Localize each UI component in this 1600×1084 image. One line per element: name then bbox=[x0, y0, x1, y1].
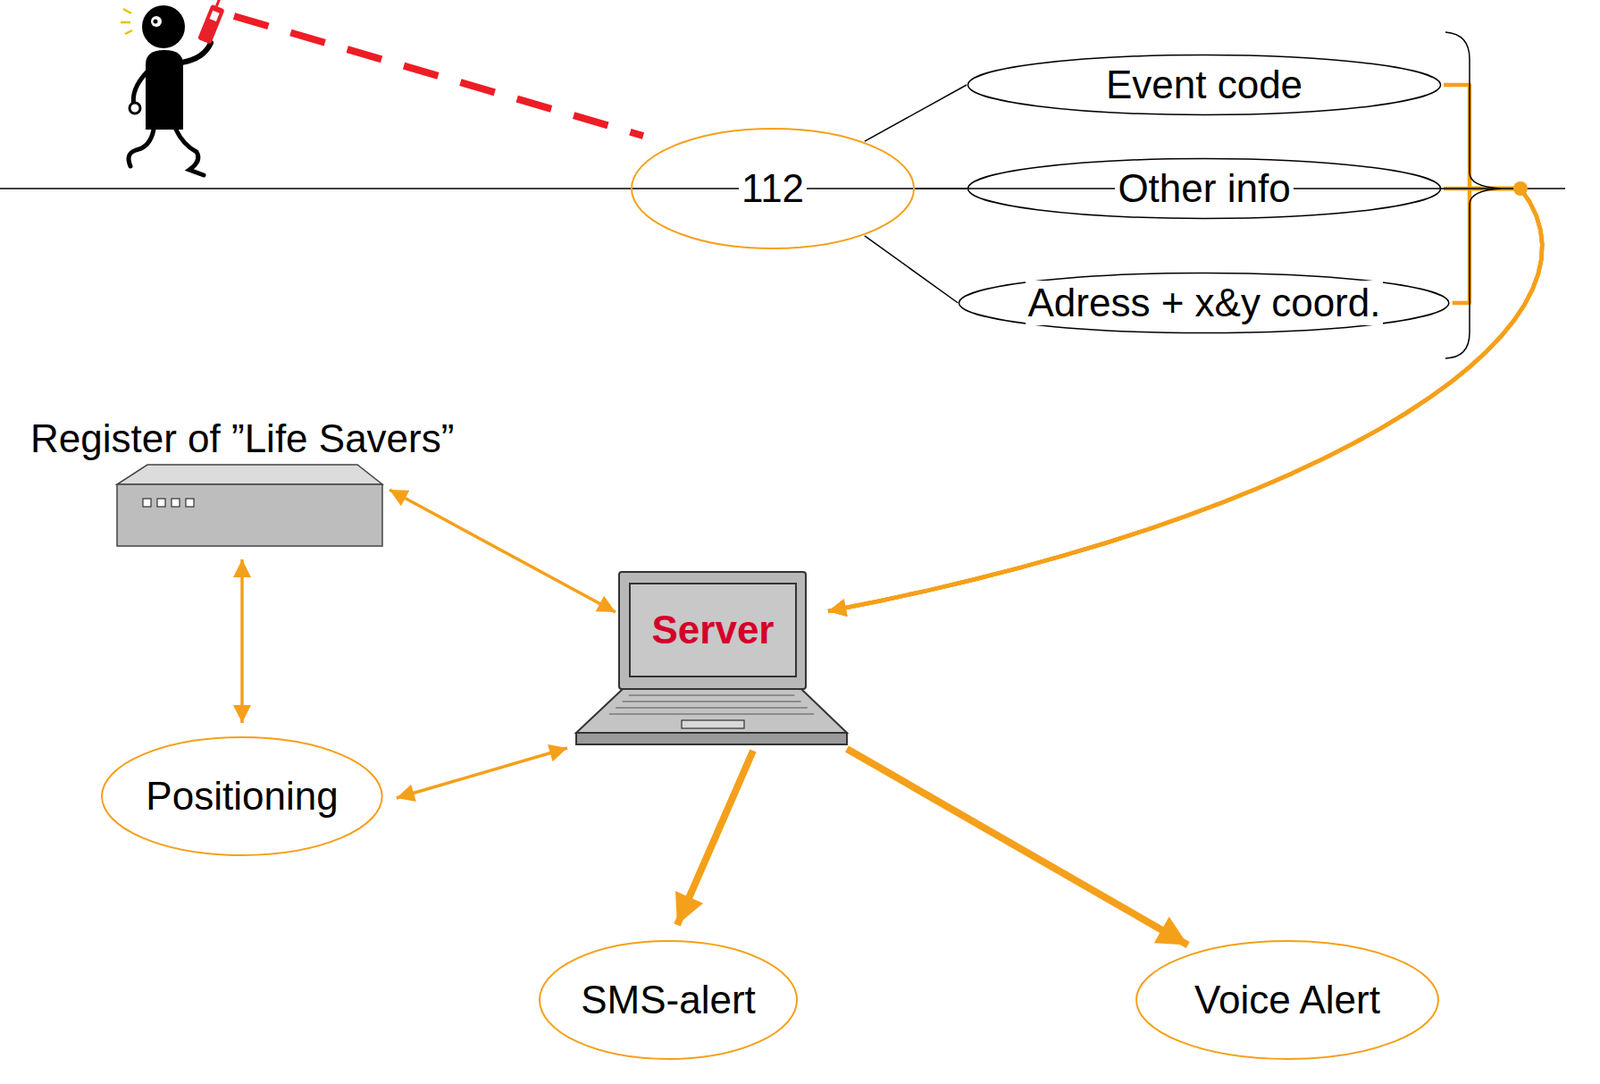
sms-alert-arrow bbox=[677, 750, 754, 925]
info-ellipse: Event code bbox=[966, 53, 1442, 117]
laptop-front bbox=[576, 732, 847, 745]
server-laptop: Server bbox=[576, 571, 847, 746]
brace-dot bbox=[1513, 181, 1528, 196]
ellipse-outline bbox=[539, 940, 797, 1059]
figure-leg bbox=[128, 129, 154, 167]
call-dashed-line bbox=[234, 16, 644, 136]
figure-leg bbox=[175, 129, 204, 176]
ellipse-outline bbox=[959, 273, 1450, 334]
node-label: 112 bbox=[738, 166, 807, 212]
node-label: Voice Alert bbox=[1191, 977, 1383, 1023]
info-link bbox=[864, 84, 967, 142]
laptop-touchpad bbox=[681, 720, 745, 729]
laptop-lid bbox=[619, 571, 806, 689]
positioning-ellipse: Positioning bbox=[100, 735, 385, 857]
figure-eye bbox=[150, 16, 162, 27]
phone-antenna bbox=[216, 0, 220, 7]
curly-brace bbox=[1445, 32, 1501, 359]
info-to-server-arrow bbox=[828, 188, 1542, 612]
info-ellipse: Other info bbox=[966, 157, 1442, 220]
info-to-server-arrow bbox=[828, 188, 1542, 612]
node-label: Adress + x&y coord. bbox=[1025, 280, 1384, 327]
node-label: Other info bbox=[1114, 166, 1293, 212]
box-light bbox=[171, 498, 180, 507]
keyboard-row bbox=[621, 700, 801, 702]
node-label: Positioning bbox=[142, 773, 341, 820]
node-label: Register of ”Life Savers” bbox=[30, 416, 454, 461]
box-top bbox=[117, 464, 383, 485]
figure-spark bbox=[125, 30, 133, 34]
phone bbox=[197, 0, 229, 45]
box-front bbox=[117, 484, 383, 546]
alert-ellipse: SMS-alert bbox=[537, 938, 799, 1061]
figure-arm bbox=[181, 42, 211, 63]
positioning-server-arrow bbox=[396, 747, 568, 798]
phone-screen bbox=[209, 10, 220, 22]
node-label: Event code bbox=[1103, 62, 1306, 109]
figure-arm bbox=[133, 71, 148, 106]
phone-body bbox=[197, 4, 226, 45]
caller-figure bbox=[120, 0, 229, 176]
ellipse-outline bbox=[968, 159, 1441, 219]
screen-text-area: Server bbox=[629, 583, 796, 677]
figure-body bbox=[145, 50, 184, 130]
info-ellipse: Adress + x&y coord. bbox=[957, 271, 1450, 335]
laptop-screen bbox=[629, 583, 796, 677]
figure-pupil bbox=[153, 19, 159, 25]
figure-spark bbox=[120, 21, 131, 25]
box-light bbox=[185, 498, 194, 507]
register-device: Register of ”Life Savers” bbox=[30, 416, 456, 551]
emergency-number-ellipse: 112 bbox=[629, 126, 916, 251]
figure-head bbox=[142, 5, 185, 49]
figure-spark bbox=[123, 8, 132, 14]
laptop-icon bbox=[576, 571, 847, 746]
keyboard-row bbox=[615, 706, 808, 708]
box-light bbox=[157, 498, 166, 507]
register-server-arrow bbox=[389, 489, 616, 612]
laptop-keyboard bbox=[576, 688, 847, 733]
ellipse-outline bbox=[631, 128, 914, 249]
register-positioning-arrow bbox=[240, 559, 244, 723]
box-light bbox=[142, 498, 151, 507]
ellipse-outline bbox=[968, 55, 1441, 116]
keyboard-row bbox=[609, 712, 814, 714]
voice-alert-arrow bbox=[846, 748, 1189, 945]
keyboard-row bbox=[628, 694, 796, 696]
node-label: SMS-alert bbox=[578, 977, 759, 1023]
info-to-server-arrow bbox=[828, 84, 1542, 612]
ellipse-outline bbox=[101, 737, 383, 855]
alert-ellipse: Voice Alert bbox=[1134, 938, 1441, 1061]
node-label: Server bbox=[651, 607, 774, 654]
figure-hand bbox=[129, 102, 141, 114]
info-link bbox=[864, 235, 959, 303]
ellipse-outline bbox=[1136, 940, 1439, 1059]
